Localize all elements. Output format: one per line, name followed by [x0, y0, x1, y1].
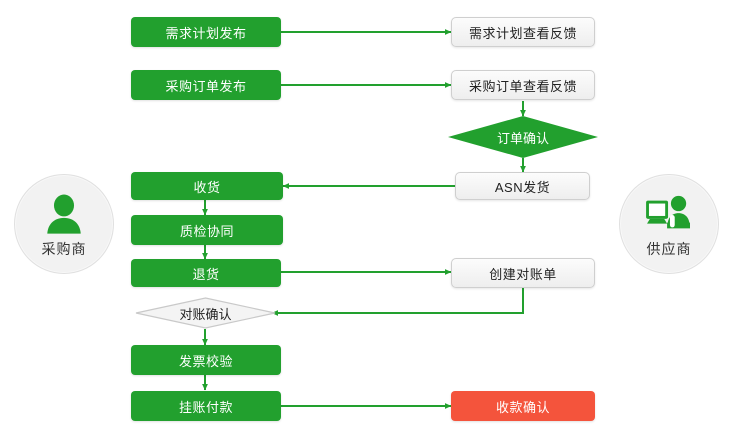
node-reconciliation-confirm-label: 对账确认 — [179, 306, 232, 322]
person-icon — [39, 190, 89, 236]
edge-n10-n11 — [271, 288, 524, 316]
node-order-confirm-label: 订单确认 — [496, 130, 549, 146]
node-payment-confirm[interactable]: 收款确认 — [451, 391, 595, 421]
node-demand-plan-review[interactable]: 需求计划查看反馈 — [451, 17, 595, 47]
diamond-shape — [448, 116, 598, 158]
node-demand-plan-publish[interactable]: 需求计划发布 — [131, 17, 281, 47]
node-purchase-order-review[interactable]: 采购订单查看反馈 — [451, 70, 595, 100]
node-purchase-order-publish[interactable]: 采购订单发布 — [131, 70, 281, 100]
node-invoice-verification[interactable]: 发票校验 — [131, 345, 281, 375]
node-quality-inspection[interactable]: 质检协同 — [131, 215, 283, 245]
node-payable-payment[interactable]: 挂账付款 — [131, 391, 281, 421]
diamond-shape — [135, 297, 276, 329]
person-computer-icon — [644, 190, 694, 236]
actor-buyer[interactable]: 采购商 — [14, 174, 114, 274]
node-reconciliation-confirm[interactable]: 对账确认 — [135, 297, 276, 329]
node-order-confirm[interactable]: 订单确认 — [448, 116, 598, 158]
actor-supplier-label: 供应商 — [646, 240, 692, 257]
actor-buyer-label: 采购商 — [41, 240, 87, 257]
node-create-reconciliation[interactable]: 创建对账单 — [451, 258, 595, 288]
node-asn-shipment[interactable]: ASN发货 — [455, 172, 590, 200]
node-receive-goods[interactable]: 收货 — [131, 172, 283, 200]
node-return-goods[interactable]: 退货 — [131, 259, 281, 287]
actor-supplier[interactable]: 供应商 — [619, 174, 719, 274]
